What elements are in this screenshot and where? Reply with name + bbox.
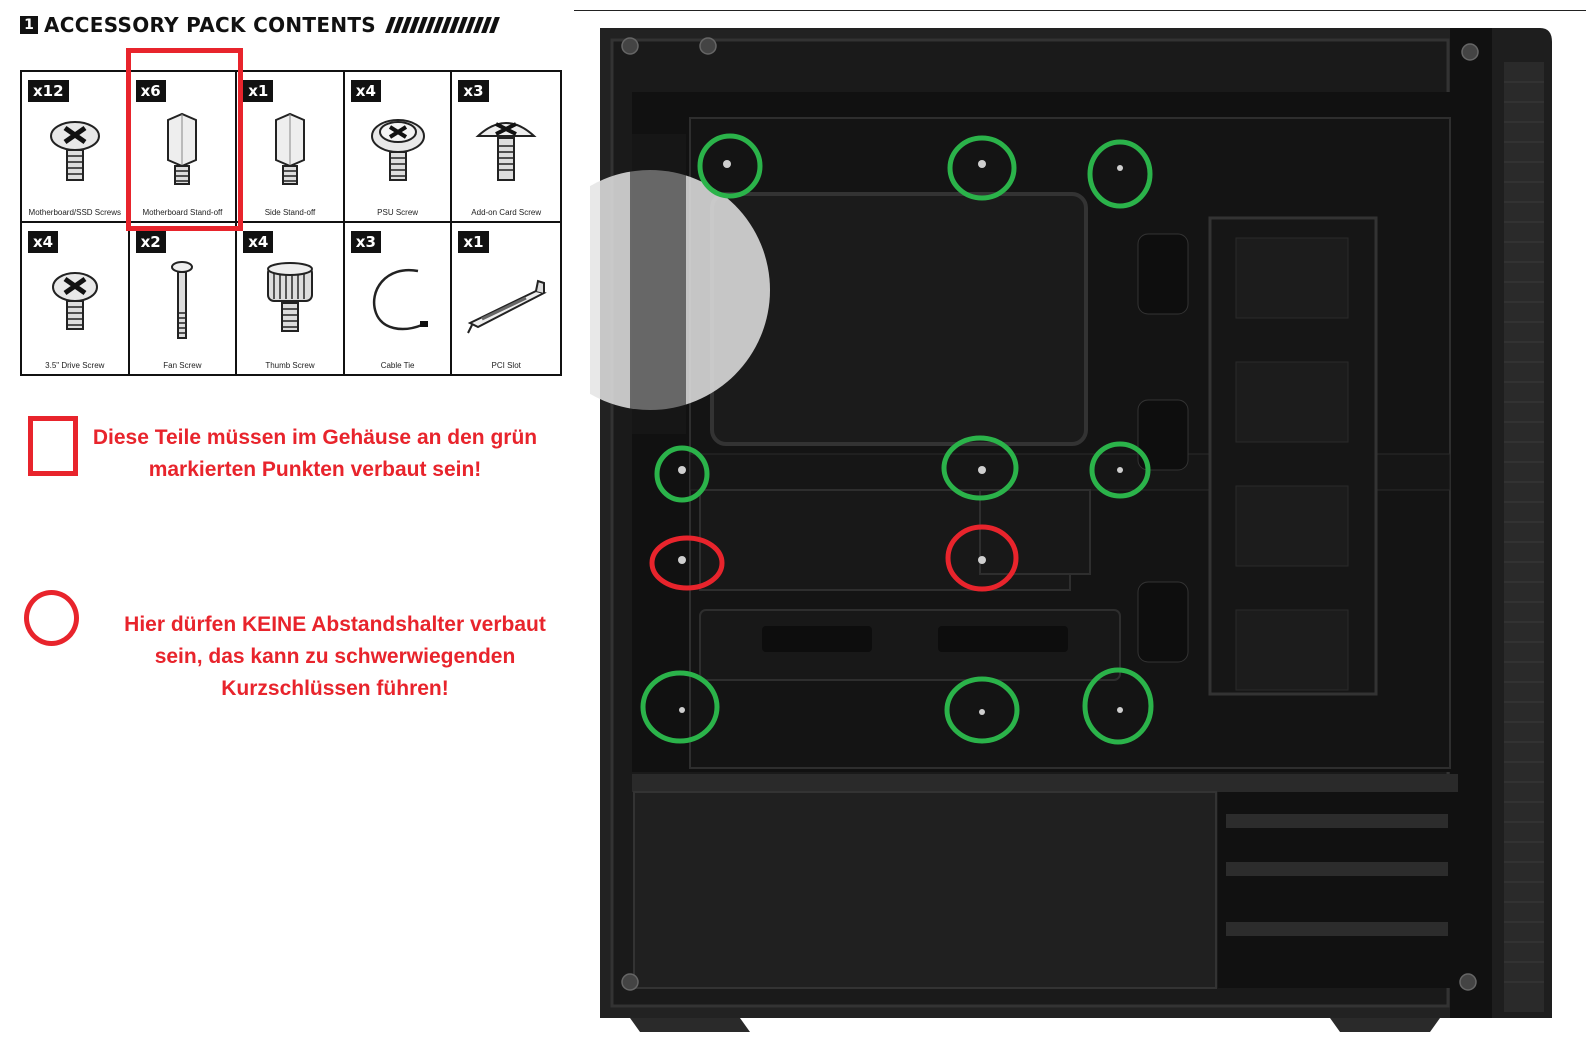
square-legend-note: Diese Teile müssen im Gehäuse an den grü… (92, 426, 538, 481)
standoff-icon (274, 112, 305, 185)
accessory-label: Motherboard/SSD Screws (28, 208, 122, 217)
green-marker (697, 133, 763, 199)
accessory-label: Fan Screw (163, 361, 202, 370)
top-rule (574, 10, 1586, 11)
cpu-cutout (710, 192, 1088, 446)
legend-circle-marker (24, 590, 79, 646)
cable-tie-icon (372, 268, 428, 331)
step-number: 1 (20, 16, 38, 34)
quantity-badge: x4 (28, 231, 59, 253)
accessory-cell: x3 Cable Tie (345, 223, 453, 374)
quantity-badge: x3 (458, 80, 489, 102)
screw-icon (49, 121, 100, 181)
legend-square-marker (28, 416, 78, 476)
quantity-badge: x4 (243, 231, 274, 253)
green-marker (947, 135, 1017, 201)
accessory-cell: x3 Add-on Card Screw (452, 72, 560, 223)
accessory-label: Motherboard Stand-off (142, 208, 223, 217)
quantity-badge: x6 (135, 80, 166, 102)
accessory-cell: x4 3.5" Drive Screw (22, 223, 130, 374)
green-marker (1082, 667, 1154, 745)
accessory-label: Add-on Card Screw (471, 208, 542, 217)
quantity-badge: x2 (135, 231, 166, 253)
quantity-badge: x12 (28, 80, 69, 102)
quantity-badge: x1 (243, 80, 274, 102)
accessory-cell: x4 Thumb Screw (237, 223, 345, 374)
red-marker (945, 524, 1019, 592)
green-marker (941, 435, 1019, 501)
quantity-badge: x3 (350, 231, 381, 253)
screw-icon (370, 119, 425, 181)
accessory-label: 3.5" Drive Screw (45, 361, 105, 370)
accessory-cell: x1 Side Stand-off (237, 72, 345, 223)
quantity-badge: x4 (350, 80, 381, 102)
screw-icon (475, 122, 537, 181)
standoff-icon (167, 112, 198, 185)
thumb-screw-icon (266, 262, 313, 332)
pc-case-illustration (590, 28, 1552, 1032)
accessory-cell: x12 Motherboard/SSD Screws (22, 72, 130, 223)
long-screw-icon (171, 261, 194, 339)
standoff-highlight-box (126, 48, 243, 231)
green-marker (1087, 139, 1153, 209)
red-markers (649, 524, 1019, 592)
section-header: 1 ACCESSORY PACK CONTENTS (20, 10, 500, 40)
accessory-cell: x6 Motherboard Stand-off (129, 72, 238, 223)
green-marker (654, 445, 710, 503)
accessory-label: Cable Tie (380, 361, 415, 370)
accessory-label: Thumb Screw (265, 361, 315, 370)
psu-shroud (633, 791, 1217, 989)
green-markers (640, 133, 1154, 745)
accessory-label: Side Stand-off (264, 208, 316, 217)
quantity-badge: x1 (458, 231, 489, 253)
circle-legend-note: Hier dürfen KEINE Abstandshalter verbaut… (124, 613, 546, 700)
accessory-grid: x12 Motherboard/SSD Screws x6 Motherboar… (20, 70, 562, 376)
accessory-cell: x1 PCI Slot (452, 223, 560, 374)
accessory-cell: x2 Fan Screw (130, 223, 238, 374)
red-marker (649, 535, 725, 591)
section-title: ACCESSORY PACK CONTENTS (44, 13, 377, 37)
green-marker (1089, 441, 1151, 499)
accessory-cell: x4 PSU Screw (344, 72, 453, 223)
accessory-label: PCI Slot (491, 361, 521, 370)
green-marker (640, 670, 720, 744)
accessory-label: PSU Screw (377, 208, 419, 217)
decorative-stripes (385, 17, 500, 33)
green-marker (944, 676, 1020, 744)
pci-slot-icon (467, 279, 548, 334)
screw-icon (51, 272, 98, 330)
